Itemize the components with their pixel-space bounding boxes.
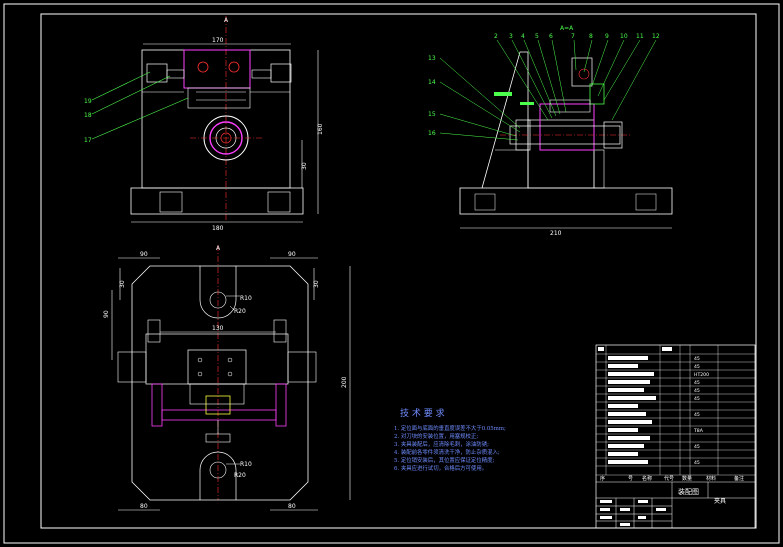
front-view: 170 A 160 30 180	[84, 16, 324, 232]
side-callout-6: 6	[549, 33, 553, 40]
plan-dim-top-left: 90	[140, 251, 148, 258]
material-cell-6: 45	[694, 396, 700, 402]
front-dim-top: 170	[212, 37, 224, 44]
side-callout-11: 11	[636, 33, 644, 40]
drawing-name: 装配图	[678, 487, 699, 496]
product-name: 夹具	[714, 497, 726, 505]
tech-req-item-6: 6. 夹具应进行试切，合格后方可使用。	[394, 464, 487, 472]
plan-dim-left-mid: 90	[103, 310, 110, 318]
tech-req-title: 技 术 要 求	[400, 407, 445, 419]
side-callout-2: 2	[494, 33, 498, 40]
material-cell-4: 45	[694, 380, 700, 386]
side-callout-10: 10	[620, 33, 628, 40]
side-callout-16: 16	[428, 130, 436, 137]
plan-dim-left-small: 30	[119, 280, 126, 288]
tech-req-item-5: 5. 定位销安装后，其位置应保证定位精度;	[394, 456, 494, 464]
side-view: A=A 210	[428, 25, 673, 237]
plan-radius-r10-bottom: R10	[240, 461, 252, 468]
footer-label-2: 号	[628, 476, 633, 482]
front-dim-height-2: 30	[301, 162, 308, 170]
plan-dim-bottom-left: 80	[140, 503, 148, 510]
material-cell-10: 45	[694, 460, 700, 466]
footer-label-6: 材料	[706, 475, 716, 482]
section-marker: A	[224, 17, 229, 24]
side-callout-7: 7	[571, 33, 575, 40]
footer-label-7: 备注	[734, 475, 744, 482]
outer-border	[3, 3, 780, 544]
plan-view: A 90 90 80 80 3	[103, 245, 351, 511]
section-marker-front: A	[216, 245, 221, 252]
material-cell-3: HT200	[694, 372, 709, 378]
plan-dim-bottom-right: 80	[288, 503, 296, 510]
front-dim-height: 160	[317, 123, 324, 135]
front-callout-17: 17	[84, 137, 92, 144]
side-callout-15: 15	[428, 111, 436, 118]
title-block: 45 45 HT200 45 45 45 45 T8A 45 45 序 号 名称…	[595, 344, 756, 529]
side-callout-5: 5	[535, 33, 539, 40]
material-cell-5: 45	[694, 388, 700, 394]
plan-dim-center: 130	[212, 325, 224, 332]
side-dim-bottom: 210	[550, 230, 562, 237]
front-callout-18: 18	[84, 112, 92, 119]
side-callout-12: 12	[652, 33, 660, 40]
plan-dim-right-small: 30	[313, 280, 320, 288]
tech-req-item-3: 3. 夹具装配后，应清除毛刺，涂油防锈;	[394, 440, 489, 448]
side-callout-3: 3	[509, 33, 513, 40]
side-callout-8: 8	[589, 33, 593, 40]
footer-label-1: 序	[600, 475, 605, 482]
plan-dim-right-height: 200	[341, 376, 348, 388]
plan-radius-r20-bottom: R20	[234, 472, 246, 479]
tech-req-item-1: 1. 定位面与底面的垂直度误差不大于0.05mm;	[394, 424, 506, 432]
technical-requirements: 技 术 要 求 1. 定位面与底面的垂直度误差不大于0.05mm; 2. 对刀块…	[394, 407, 506, 472]
side-callout-4: 4	[521, 33, 525, 40]
material-cell-2: 45	[694, 364, 700, 370]
material-cell-7: 45	[694, 412, 700, 418]
plan-radius-r10-top: R10	[240, 295, 252, 302]
front-callout-19: 19	[84, 98, 92, 105]
side-callout-9: 9	[605, 33, 609, 40]
material-cell-1: 45	[694, 356, 700, 362]
footer-label-4: 代号	[664, 475, 674, 482]
tech-req-item-2: 2. 对刀块的安装位置，用塞规校正;	[394, 432, 478, 440]
plan-radius-r20-top: R20	[234, 308, 246, 315]
side-section-label: A=A	[560, 25, 574, 32]
side-callout-14: 14	[428, 79, 436, 86]
material-cell-8: T8A	[693, 428, 704, 434]
front-dim-bottom: 180	[212, 225, 224, 232]
footer-label-5: 数量	[682, 475, 692, 482]
side-callout-13: 13	[428, 55, 436, 62]
plan-dim-top-right: 90	[288, 251, 296, 258]
footer-label-3: 名称	[642, 475, 652, 482]
material-cell-9: 45	[694, 444, 700, 450]
inner-frame	[40, 13, 757, 529]
tech-req-item-4: 4. 装配前各零件须清洗干净，防止杂质混入;	[394, 448, 500, 456]
